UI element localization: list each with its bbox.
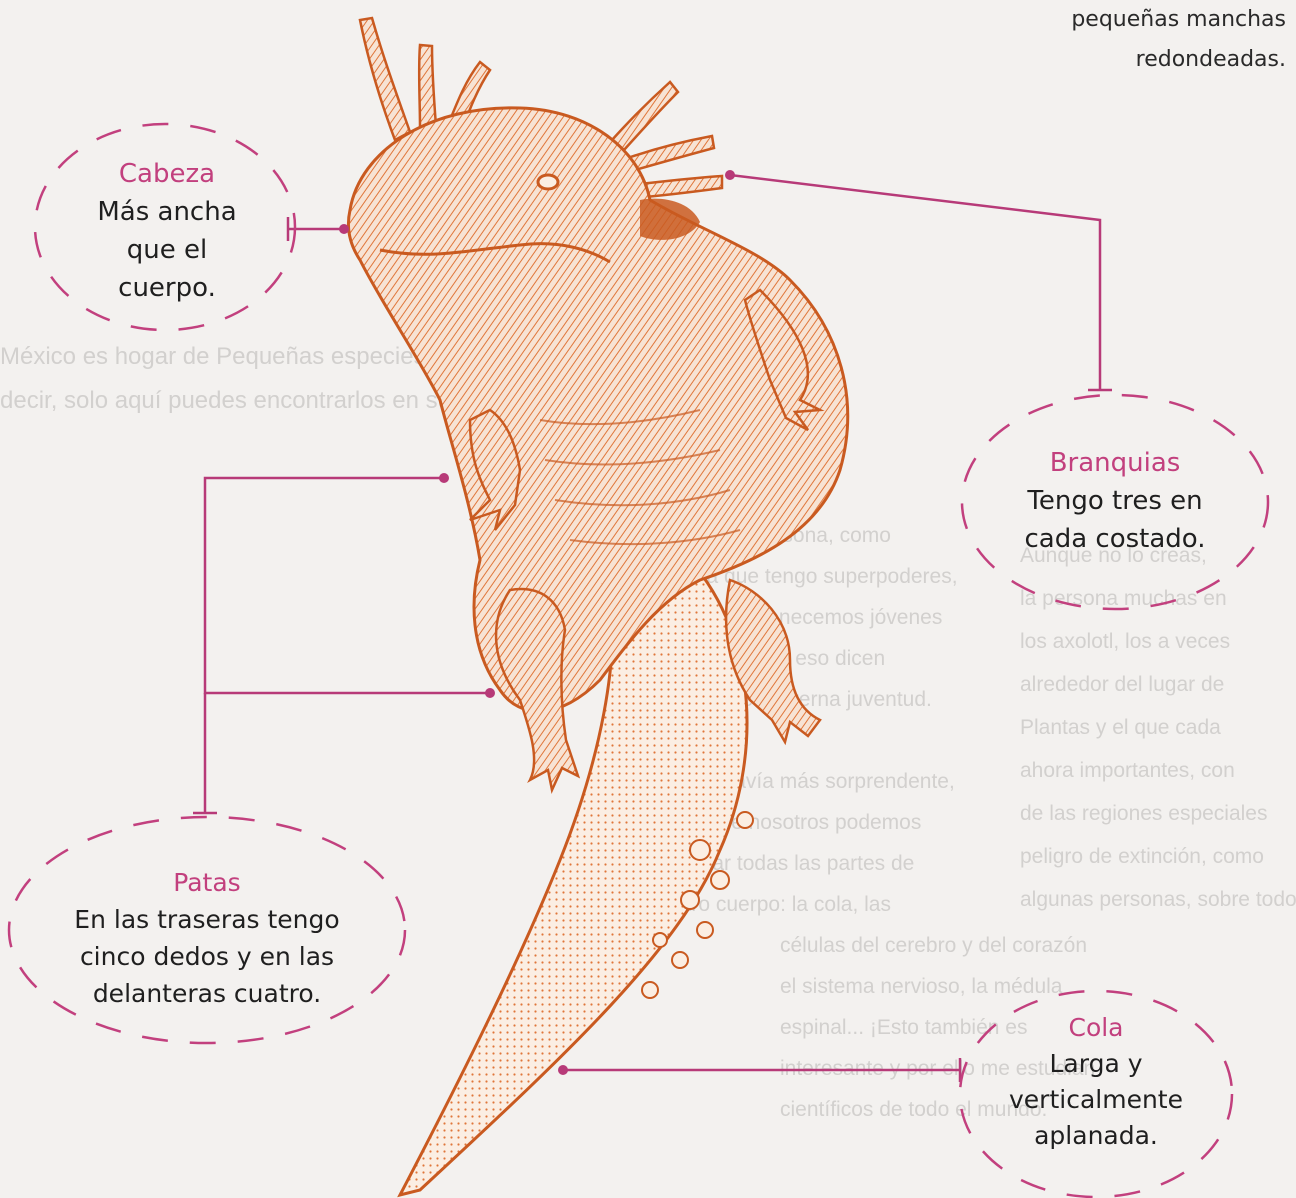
callout-line: Larga y <box>990 1046 1202 1082</box>
callout-line: Más ancha <box>62 193 272 231</box>
callout-line: cinco dedos y en las <box>20 938 394 975</box>
callout-line: que el <box>62 231 272 269</box>
callout-line: cada costado. <box>992 520 1238 558</box>
callout-line: verticalmente <box>990 1082 1202 1118</box>
callout-branquias: Branquias Tengo tres en cada costado. <box>992 444 1238 558</box>
callout-line: Tengo tres en <box>992 482 1238 520</box>
callout-title: Branquias <box>992 444 1238 482</box>
callout-title: Patas <box>20 864 394 901</box>
leader-line-patas <box>205 478 490 693</box>
axolotl-illustration <box>348 18 847 1195</box>
callout-title: Cabeza <box>62 155 272 193</box>
callout-line: En las traseras tengo <box>20 901 394 938</box>
callout-line: delanteras cuatro. <box>20 975 394 1012</box>
eye <box>538 175 558 189</box>
callout-title: Cola <box>990 1010 1202 1046</box>
callout-line: aplanada. <box>990 1118 1202 1154</box>
callout-cola: Cola Larga y verticalmente aplanada. <box>990 1010 1202 1154</box>
callout-line: cuerpo. <box>62 269 272 307</box>
callout-cabeza: Cabeza Más ancha que el cuerpo. <box>62 155 272 307</box>
callout-patas: Patas En las traseras tengo cinco dedos … <box>20 864 394 1012</box>
